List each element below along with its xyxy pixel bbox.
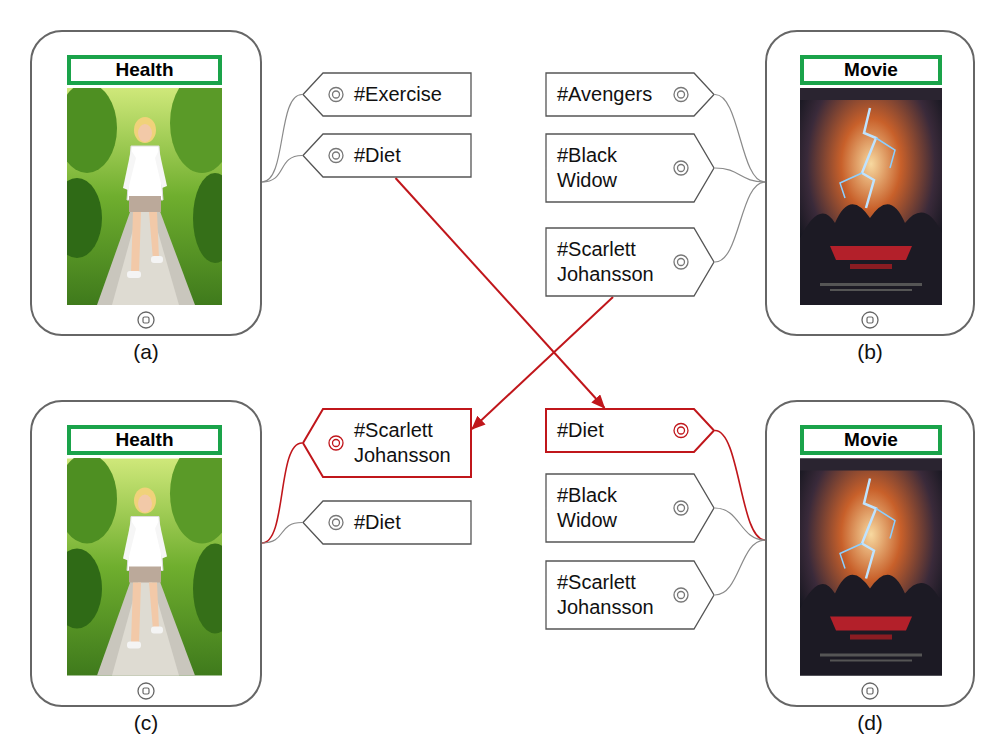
movie-poster (800, 459, 942, 676)
hashtag-tag: #Exercise (302, 72, 472, 117)
home-button (138, 312, 154, 328)
tag-icon (329, 436, 343, 450)
tag-icon (333, 91, 340, 98)
home-button (862, 312, 878, 328)
tag-link-curve (715, 431, 765, 541)
category-title: Movie (804, 429, 938, 451)
tag-icon (678, 505, 685, 512)
tag-shape (546, 561, 714, 629)
category-header: Movie (800, 55, 942, 85)
tag-link-curve (262, 156, 302, 183)
tag-outline (545, 473, 715, 543)
hashtag-text: #Scarlett Johansson (557, 570, 663, 620)
tag-link-curve (262, 443, 302, 543)
hashtag-text: #Avengers (557, 82, 663, 107)
tag-shape (546, 228, 714, 296)
hashtag-tag: #Diet (302, 133, 472, 178)
hashtag-tag: #Black Widow (545, 473, 715, 543)
tag-shape (546, 474, 714, 542)
tablet-device: (d)Movie (765, 400, 975, 707)
tag-icon (674, 588, 688, 602)
tag-shape (303, 501, 471, 544)
movie-poster (800, 88, 942, 305)
tag-outline (545, 560, 715, 630)
tag-link-curve (715, 508, 765, 540)
hashtag-text: #Diet (557, 418, 663, 443)
category-header: Health (67, 55, 222, 85)
tag-shape (303, 409, 471, 477)
tag-icon (674, 501, 688, 515)
panel-caption: (d) (767, 711, 973, 735)
tag-icon (678, 259, 685, 266)
panel-caption: (a) (32, 340, 260, 364)
hashtag-tag: #Black Widow (545, 133, 715, 203)
tag-link-curve (262, 95, 302, 183)
category-title: Health (71, 59, 218, 81)
tag-shape (546, 134, 714, 202)
tag-icon (674, 255, 688, 269)
hashtag-tag: #Scarlett Johansson (545, 560, 715, 630)
tag-icon (674, 424, 688, 438)
tag-icon (674, 161, 688, 175)
tag-link-curve (715, 95, 765, 183)
hashtag-tag: #Scarlett Johansson (545, 227, 715, 297)
category-header: Movie (800, 425, 942, 455)
hashtag-text: #Black Widow (557, 143, 663, 193)
panel-caption: (b) (767, 340, 973, 364)
tag-outline (545, 133, 715, 203)
tag-shape (546, 73, 714, 116)
category-header: Health (67, 425, 222, 455)
hashtag-tag: #Diet (545, 408, 715, 453)
tag-outline (302, 408, 472, 478)
tag-icon (329, 516, 343, 530)
tablet-device: (b)Movie (765, 30, 975, 336)
home-button (138, 683, 154, 699)
hashtag-text: #Diet (354, 143, 464, 168)
tag-icon (333, 440, 340, 447)
tablet-device: (c)Health (30, 400, 262, 707)
tag-outline (545, 227, 715, 297)
tag-shape (303, 134, 471, 177)
hashtag-text: #Scarlett Johansson (354, 418, 464, 468)
hashtag-text: #Scarlett Johansson (557, 237, 663, 287)
tag-icon (674, 88, 688, 102)
tag-link-curve (715, 168, 765, 182)
hashtag-text: #Diet (354, 510, 464, 535)
tag-icon (333, 152, 340, 159)
hashtag-text: #Exercise (354, 82, 464, 107)
panel-caption: (c) (32, 711, 260, 735)
category-title: Movie (804, 59, 938, 81)
tablet-device: (a)Health (30, 30, 262, 336)
tag-icon (333, 519, 340, 526)
hashtag-tag: #Avengers (545, 72, 715, 117)
tag-link-curve (715, 182, 765, 262)
tag-link-curve (715, 540, 765, 595)
tag-icon (678, 592, 685, 599)
tag-icon (329, 149, 343, 163)
tag-shape (303, 73, 471, 116)
category-title: Health (71, 429, 218, 451)
hashtag-tag: #Diet (302, 500, 472, 545)
tag-icon (678, 165, 685, 172)
tag-icon (678, 427, 685, 434)
hashtag-tag: #Scarlett Johansson (302, 408, 472, 478)
tag-shape (546, 409, 714, 452)
jogging-photo (52, 444, 237, 676)
tag-icon (329, 88, 343, 102)
jogging-photo (52, 73, 237, 305)
home-button (862, 683, 878, 699)
hashtag-text: #Black Widow (557, 483, 663, 533)
tag-link-curve (262, 523, 302, 544)
tag-icon (678, 91, 685, 98)
